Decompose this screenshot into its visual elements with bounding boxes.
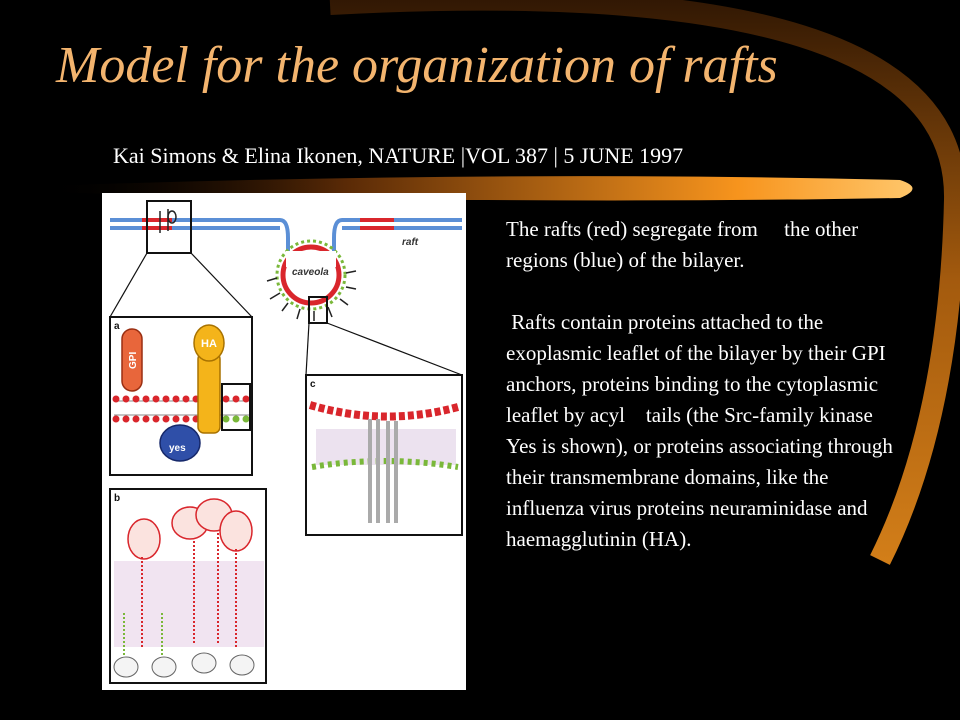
citation: Kai Simons & Elina Ikonen, NATURE |VOL 3… (113, 143, 684, 168)
caveola (266, 239, 357, 321)
zoom-box-top (146, 200, 192, 254)
raft-model-figure: raft caveola (102, 193, 466, 690)
panel-a-label: a (114, 321, 120, 332)
top-membrane (110, 218, 462, 253)
caveola-label: caveola (292, 267, 329, 278)
panel-c (305, 374, 463, 536)
slide-title: Model for the organization of rafts (56, 37, 778, 94)
body-text: The rafts (red) segregate from the other… (506, 214, 898, 555)
panel-b (109, 488, 267, 684)
raft-label: raft (402, 237, 419, 248)
zoom-box-caveola (308, 296, 328, 324)
gpi-label: GPI (128, 352, 139, 369)
body-paragraph-1: The rafts (red) segregate from the other… (506, 217, 859, 272)
panel-b-label: b (114, 493, 120, 504)
yes-label: yes (169, 443, 186, 454)
ha-label: HA (201, 338, 217, 350)
panel-c-label: c (310, 379, 316, 390)
body-paragraph-2: Rafts contain proteins attached to the e… (506, 310, 893, 551)
panel-a (109, 316, 253, 476)
